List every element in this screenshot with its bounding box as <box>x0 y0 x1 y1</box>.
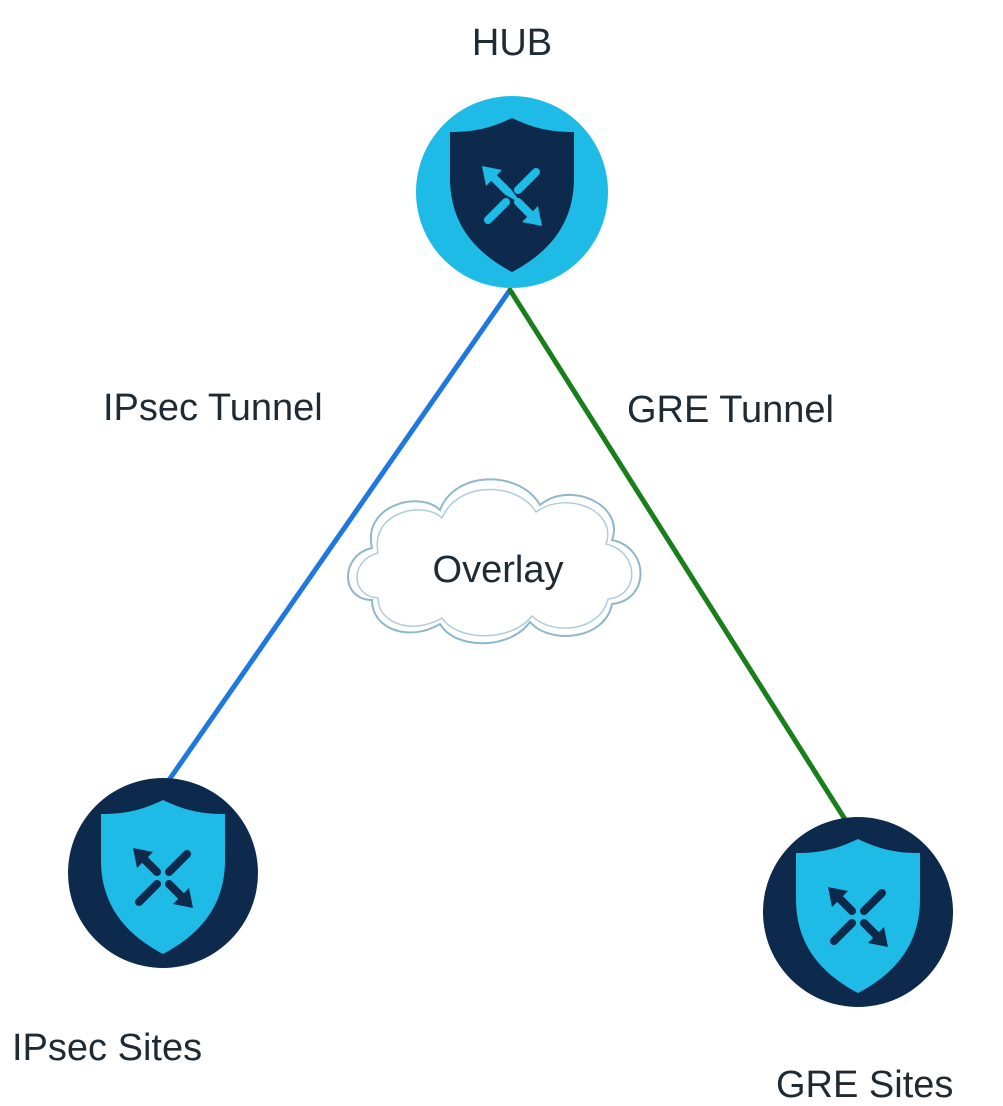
ipsec-sites-label: IPsec Sites <box>12 1027 202 1069</box>
gre-site-firewall-shield-icon <box>796 839 920 993</box>
hub-label: HUB <box>472 22 552 64</box>
gre-tunnel-link <box>507 287 863 846</box>
gre-tunnel-label: GRE Tunnel <box>627 389 834 431</box>
gre-sites-label: GRE Sites <box>776 1064 953 1106</box>
ipsec-tunnel-link <box>159 287 513 793</box>
ipsec-site-firewall-node[interactable] <box>68 778 258 968</box>
ipsec-site-firewall-shield-icon <box>101 800 225 954</box>
gre-site-firewall-node[interactable] <box>763 817 953 1007</box>
hub-firewall-node[interactable] <box>416 96 608 288</box>
overlay-cloud-icon <box>347 478 642 645</box>
ipsec-tunnel-label: IPsec Tunnel <box>103 387 323 429</box>
hub-firewall-shield-icon <box>450 118 574 272</box>
overlay-label: Overlay <box>433 549 564 591</box>
